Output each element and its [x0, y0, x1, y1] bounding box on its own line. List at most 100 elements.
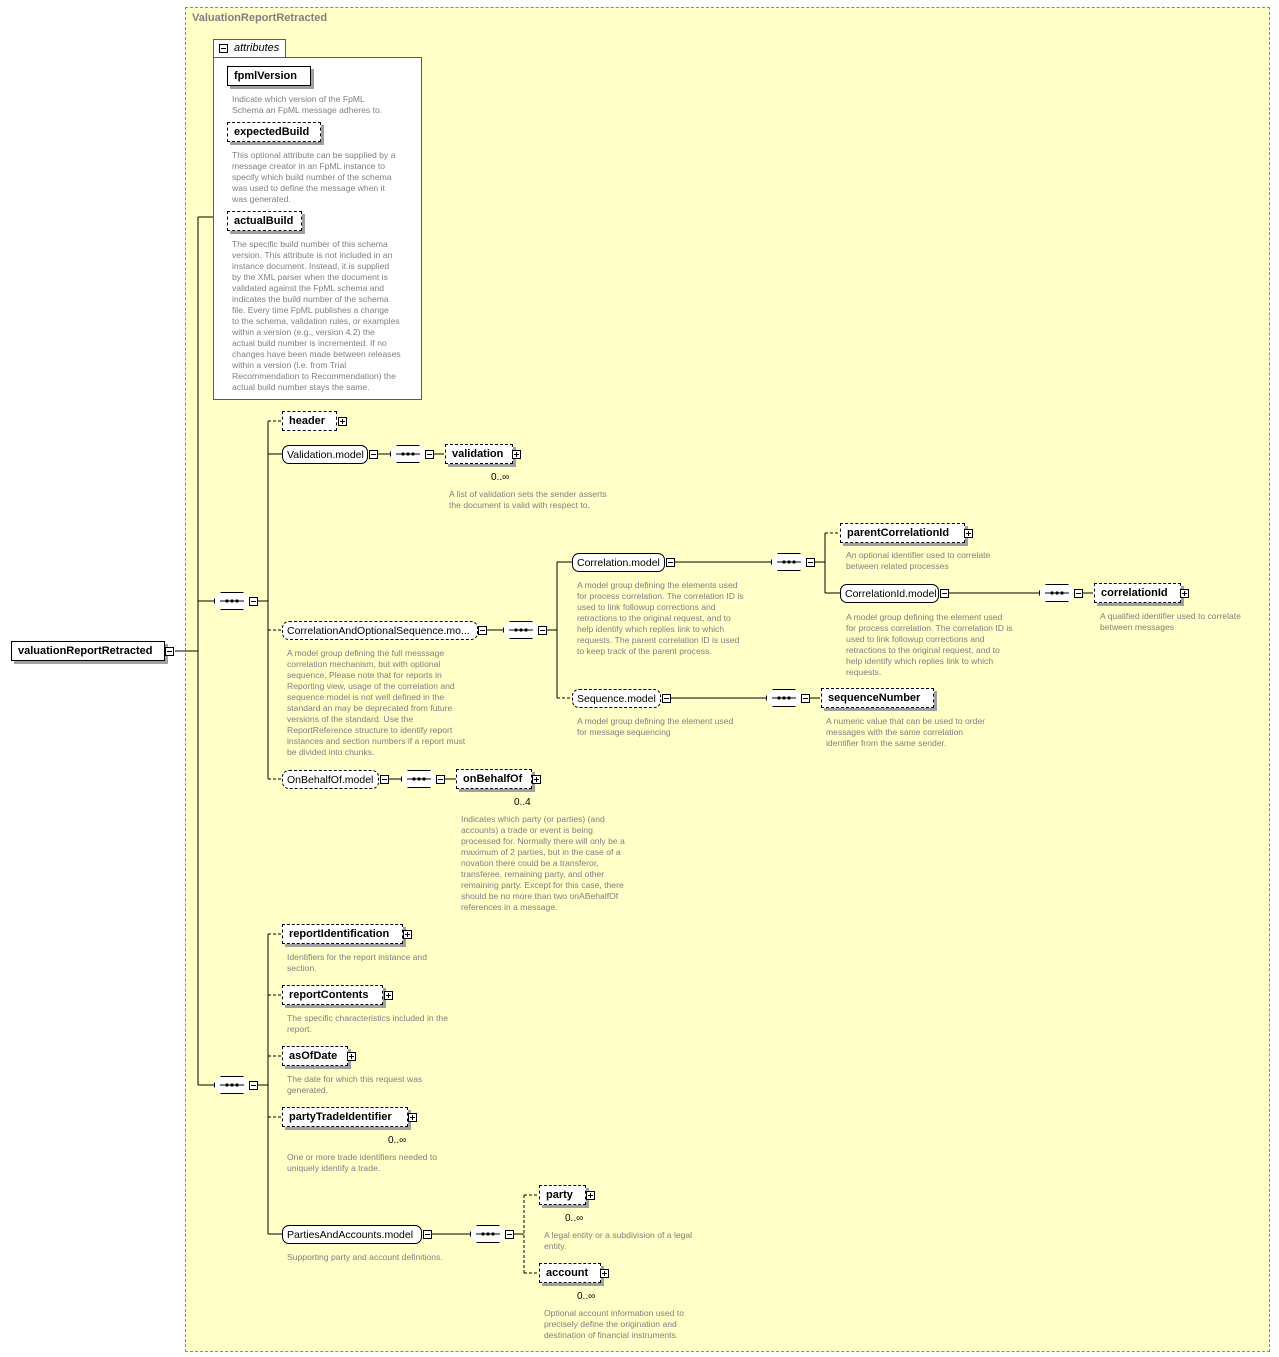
collapse-icon[interactable] — [505, 1230, 514, 1239]
element-label: account — [546, 1267, 589, 1279]
element-correlation-id[interactable]: correlationId — [1094, 583, 1181, 603]
group-parties-and-accounts-model[interactable]: PartiesAndAccounts.model — [282, 1225, 422, 1244]
sequence-icon — [476, 1232, 500, 1236]
group-sequence-model[interactable]: Sequence.model — [572, 689, 661, 708]
element-account[interactable]: account — [539, 1263, 601, 1283]
attribute-label: expectedBuild — [234, 126, 310, 138]
element-label: sequenceNumber — [828, 692, 921, 704]
cardinality: 0..∞ — [577, 1291, 596, 1302]
element-report-contents[interactable]: reportContents — [282, 985, 383, 1005]
collapse-icon[interactable] — [425, 450, 434, 459]
element-validation[interactable]: validation — [445, 444, 513, 464]
expand-icon[interactable] — [512, 450, 521, 459]
attributes-tab[interactable]: attributes — [213, 39, 286, 58]
expand-icon[interactable] — [347, 1052, 356, 1061]
collapse-icon[interactable] — [165, 647, 174, 656]
expand-icon[interactable] — [338, 417, 347, 426]
group-label: CorrelationId.model — [845, 588, 937, 600]
collapse-icon[interactable] — [249, 1081, 258, 1090]
sequence-icon — [1045, 591, 1069, 595]
element-label: validation — [452, 448, 504, 460]
collapse-icon[interactable] — [249, 597, 258, 606]
collapse-icon[interactable] — [940, 589, 949, 598]
cardinality: 0..∞ — [565, 1213, 584, 1224]
group-correlation-model[interactable]: Correlation.model — [572, 553, 665, 572]
expand-icon[interactable] — [403, 930, 412, 939]
element-label: parentCorrelationId — [847, 527, 950, 539]
collapse-icon[interactable] — [662, 694, 671, 703]
element-label: reportContents — [289, 989, 369, 1001]
collapse-icon[interactable] — [538, 626, 547, 635]
collapse-icon[interactable] — [1074, 589, 1083, 598]
cardinality: 0..4 — [514, 797, 531, 808]
group-label: Validation.model — [287, 449, 364, 461]
collapse-icon[interactable] — [478, 626, 487, 635]
cardinality: 0..∞ — [491, 472, 510, 483]
attribute-description: This optional attribute can be supplied … — [232, 150, 396, 204]
attribute-expectedbuild[interactable]: expectedBuild — [227, 122, 321, 142]
collapse-icon[interactable] — [806, 558, 815, 567]
group-label: OnBehalfOf.model — [287, 774, 374, 786]
collapse-icon[interactable] — [380, 775, 389, 784]
element-description: A list of validation sets the sender ass… — [449, 489, 607, 510]
collapse-icon[interactable] — [436, 775, 445, 784]
element-description: A qualified identifier used to correlate… — [1100, 611, 1241, 632]
expand-icon[interactable] — [384, 991, 393, 1000]
group-validation-model[interactable]: Validation.model — [282, 445, 368, 464]
element-description: An optional identifier used to correlate… — [846, 550, 991, 571]
group-correlation-optional-sequence-model[interactable]: CorrelationAndOptionalSequence.mo... — [282, 621, 478, 640]
sequence-icon — [220, 1083, 244, 1087]
element-description: A numeric value that can be used to orde… — [826, 716, 986, 748]
attributes-tab-label: attributes — [234, 42, 280, 54]
element-as-of-date[interactable]: asOfDate — [282, 1046, 348, 1066]
collapse-icon[interactable] — [369, 450, 378, 459]
expand-icon[interactable] — [532, 775, 541, 784]
element-header[interactable]: header — [282, 411, 337, 431]
element-report-identification[interactable]: reportIdentification — [282, 924, 403, 944]
collapse-icon[interactable] — [801, 694, 810, 703]
group-label: Correlation.model — [577, 557, 660, 569]
expand-icon[interactable] — [1180, 589, 1189, 598]
attribute-actualbuild[interactable]: actualBuild — [227, 211, 302, 231]
collapse-icon[interactable] — [666, 558, 675, 567]
attribute-label: fpmlVersion — [234, 70, 297, 82]
attribute-description: The specific build number of this schema… — [232, 239, 401, 392]
expand-icon[interactable] — [586, 1191, 595, 1200]
sequence-icon — [396, 452, 420, 456]
group-label: CorrelationAndOptionalSequence.mo... — [287, 625, 470, 637]
collapse-icon[interactable] — [219, 44, 228, 53]
expand-icon[interactable] — [600, 1269, 609, 1278]
collapse-icon[interactable] — [423, 1230, 432, 1239]
cardinality: 0..∞ — [388, 1135, 407, 1146]
attribute-fpmlversion[interactable]: fpmlVersion — [227, 66, 311, 86]
sequence-icon — [407, 777, 431, 781]
group-correlation-id-model[interactable]: CorrelationId.model — [840, 584, 939, 603]
element-description: Supporting party and account definitions… — [287, 1252, 443, 1262]
root-element-label: valuationReportRetracted — [18, 645, 153, 657]
group-on-behalf-of-model[interactable]: OnBehalfOf.model — [282, 770, 379, 789]
element-sequence-number[interactable]: sequenceNumber — [821, 688, 934, 708]
element-label: correlationId — [1101, 587, 1168, 599]
root-element-box[interactable]: valuationReportRetracted — [11, 641, 165, 661]
sequence-icon — [777, 560, 801, 564]
element-parent-correlation-id[interactable]: parentCorrelationId — [840, 523, 965, 543]
sequence-icon — [509, 628, 533, 632]
sequence-icon — [772, 696, 796, 700]
element-label: partyTradeIdentifier — [289, 1111, 392, 1123]
element-label: party — [546, 1189, 573, 1201]
element-label: onBehalfOf — [463, 773, 523, 785]
expand-icon[interactable] — [964, 529, 973, 538]
element-description: A legal entity or a subdivision of a leg… — [544, 1230, 693, 1251]
element-party[interactable]: party — [539, 1185, 586, 1205]
element-party-trade-identifier[interactable]: partyTradeIdentifier — [282, 1107, 408, 1127]
element-on-behalf-of[interactable]: onBehalfOf — [456, 769, 532, 789]
expand-icon[interactable] — [408, 1113, 417, 1122]
